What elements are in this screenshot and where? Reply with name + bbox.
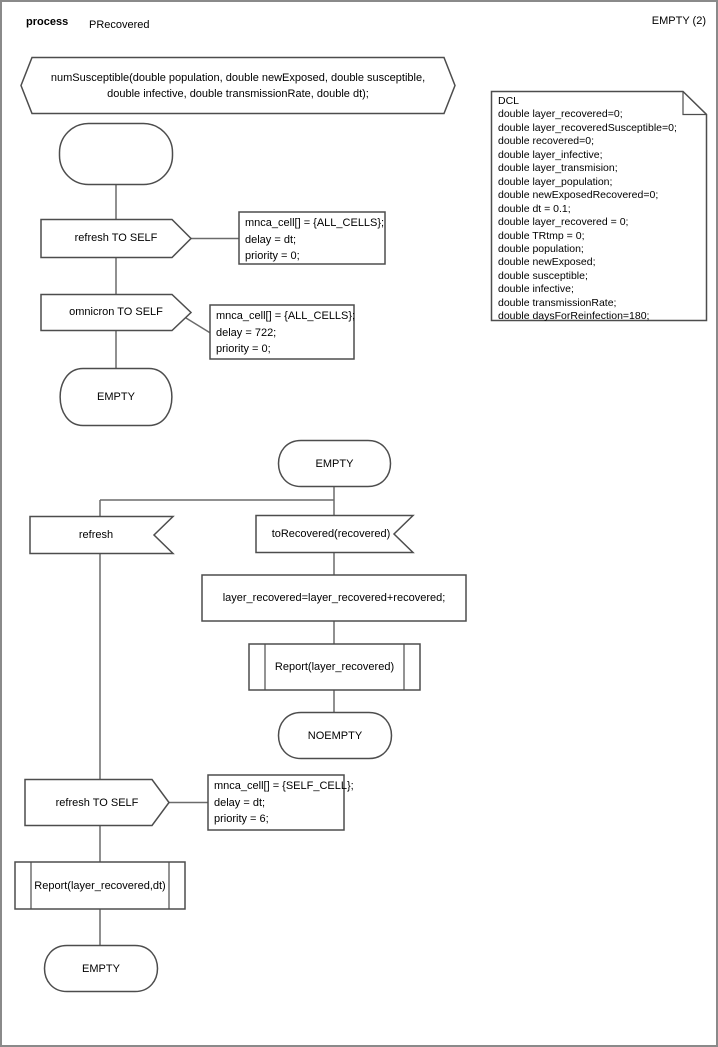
- state-empty-label: EMPTY: [82, 962, 120, 975]
- declarations-text-symbol[interactable]: [490, 90, 708, 322]
- procedure-report-label: Report(layer_recovered): [274, 661, 395, 673]
- note-refresh-box[interactable]: [238, 211, 386, 265]
- output-omnicron-label: omnicron TO SELF: [69, 306, 163, 318]
- note-omnicron-text: mnca_cell[] = {ALL_CELLS}; delay = 722; …: [216, 310, 356, 355]
- note-omnicron-box[interactable]: [209, 304, 355, 360]
- procedure-signature-symbol[interactable]: [20, 56, 456, 115]
- input-refresh-label: refresh: [78, 528, 114, 541]
- process-keyword-label: process: [26, 16, 69, 28]
- state-empty-symbol[interactable]: [59, 367, 173, 427]
- procedure-call-symbol[interactable]: [14, 861, 186, 910]
- state-empty-label: EMPTY: [97, 391, 135, 403]
- procedure-call-symbol[interactable]: [248, 643, 421, 691]
- procedure-signature-text: numSusceptible(double population, double…: [50, 72, 426, 100]
- state-noempty-symbol[interactable]: [277, 711, 393, 760]
- state-empty-symbol[interactable]: [277, 439, 392, 488]
- task-symbol[interactable]: [201, 574, 467, 622]
- output-omnicron-symbol[interactable]: [40, 293, 193, 332]
- note-refresh-self-box[interactable]: [207, 774, 345, 831]
- declarations-text: DCL double layer_recovered=0; double lay…: [498, 95, 677, 323]
- page-name-label: EMPTY (2): [651, 15, 706, 27]
- process-name-label: PRecovered: [89, 19, 150, 31]
- input-torecovered-label: toRecovered(recovered): [271, 528, 391, 540]
- state-empty-symbol[interactable]: [43, 944, 159, 993]
- output-refresh-self-symbol[interactable]: [24, 778, 170, 827]
- output-refresh-symbol[interactable]: [40, 218, 193, 259]
- output-refresh-label: refresh TO SELF: [74, 232, 158, 244]
- note-refresh-self-text: mnca_cell[] = {SELF_CELL}; delay = dt; p…: [214, 780, 354, 825]
- start-state-symbol[interactable]: [58, 122, 174, 186]
- folded-corner-icon: [682, 91, 707, 116]
- procedure-report-dt-label: Report(layer_recovered,dt): [34, 879, 166, 892]
- connector-line: [185, 317, 213, 335]
- task-label: layer_recovered=layer_recovered+recovere…: [222, 592, 446, 604]
- input-torecovered-symbol[interactable]: [255, 514, 415, 554]
- output-refresh-self-label: refresh TO SELF: [55, 796, 139, 809]
- state-empty-label: EMPTY: [315, 457, 354, 470]
- state-noempty-label: NOEMPTY: [307, 729, 363, 742]
- note-refresh-text: mnca_cell[] = {ALL_CELLS}; delay = dt; p…: [245, 217, 385, 262]
- input-refresh-symbol[interactable]: [29, 515, 175, 555]
